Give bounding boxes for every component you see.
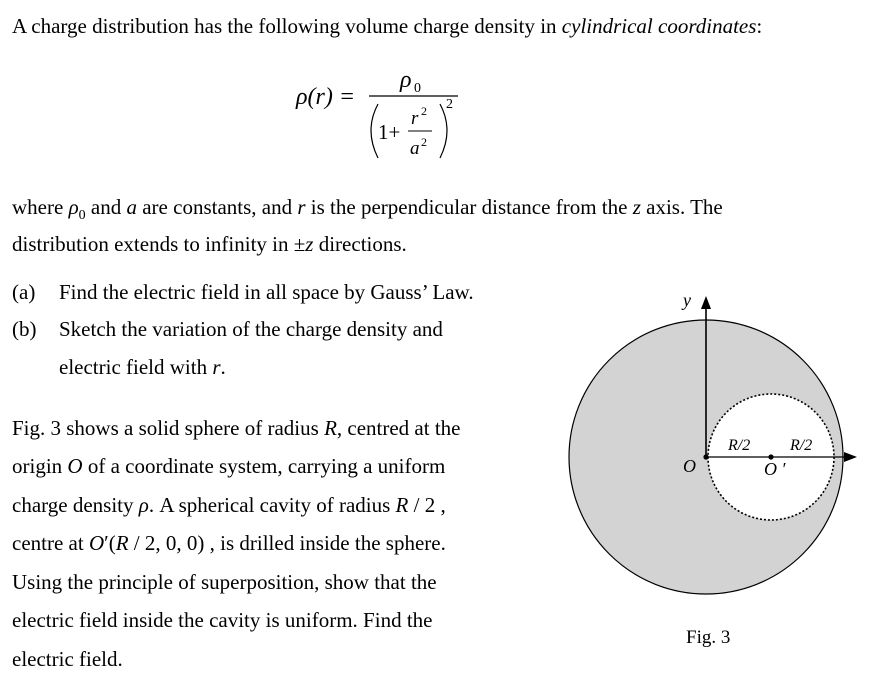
y-label: y bbox=[681, 290, 691, 310]
rho0-symbol: ρ bbox=[68, 195, 79, 219]
item-a-label: (a) bbox=[12, 280, 36, 304]
fig-R-4: R bbox=[115, 531, 129, 555]
fig-line-7: electric field. bbox=[12, 647, 123, 671]
item-b-label: (b) bbox=[12, 317, 37, 341]
cavity-centre-label: O ′ bbox=[764, 459, 786, 479]
intro-emphasis: cylindrical coordinates bbox=[561, 14, 757, 38]
eq-r: r bbox=[411, 108, 419, 129]
where-text-g: directions. bbox=[313, 232, 407, 256]
fig-line-1: Fig. 3 shows a solid sphere of radius R,… bbox=[12, 418, 461, 439]
fig-text-3b: . A spherical cavity of radius bbox=[148, 493, 396, 517]
item-b-r-symbol: r bbox=[212, 355, 221, 379]
fig-rho: ρ bbox=[138, 493, 149, 517]
item-b-text: Sketch the variation of the charge densi… bbox=[59, 317, 443, 341]
fig-line-2: origin O of a coordinate system, carryin… bbox=[12, 456, 445, 477]
where-text-e: axis. The bbox=[640, 195, 723, 219]
where-line-2: distribution extends to infinity in ±z d… bbox=[12, 234, 407, 255]
fig-R-3: R bbox=[395, 493, 409, 517]
figure-caption: Fig. 3 bbox=[686, 627, 730, 648]
eq-numerator-sub: 0 bbox=[414, 81, 421, 96]
fig-text-3a: charge density bbox=[12, 493, 139, 517]
fig-O: O bbox=[67, 454, 83, 478]
pm-symbol: ± bbox=[293, 232, 306, 256]
item-b-continuation: electric field with r. bbox=[59, 355, 226, 380]
eq-a: a bbox=[410, 138, 420, 159]
where-line-1: where ρ0 and a are constants, and r is t… bbox=[12, 197, 723, 223]
fig-line-3: charge density ρ. A spherical cavity of … bbox=[12, 495, 446, 516]
charge-density-equation: ρ(r) = ρ 0 2 1+ r 2 a 2 bbox=[295, 67, 458, 159]
fig-text-2a: origin bbox=[12, 454, 68, 478]
z-symbol-2: z bbox=[305, 232, 314, 256]
radius-half-label-1: R/2 bbox=[727, 437, 750, 454]
item-b-cont-text: electric field with bbox=[59, 355, 213, 379]
fig-text-2b: of a coordinate system, carrying a unifo… bbox=[82, 454, 446, 478]
fig-R-1: R bbox=[324, 416, 337, 440]
fig-line-4: centre at O′(R / 2, 0, 0) , is drilled i… bbox=[12, 533, 446, 554]
where-text-a: where bbox=[12, 195, 69, 219]
fig-text-3c: / 2 , bbox=[408, 493, 446, 517]
origin-label: O bbox=[683, 456, 696, 476]
eq-a-sq: 2 bbox=[421, 135, 427, 149]
intro-text: A charge distribution has the following … bbox=[12, 14, 562, 38]
fig-text-4a: centre at bbox=[12, 531, 89, 555]
y-axis-arrow-icon bbox=[701, 296, 711, 309]
intro-suffix: : bbox=[756, 14, 763, 38]
eq-one-plus: 1+ bbox=[378, 120, 400, 144]
where-text-f: distribution extends to infinity in bbox=[12, 232, 294, 256]
fig-O-prime: O bbox=[88, 531, 105, 555]
eq-left-paren bbox=[370, 103, 379, 159]
r-symbol: r bbox=[297, 195, 306, 219]
fig3-diagram: y O O ′ R/2 R/2 Fig. 3 bbox=[568, 290, 857, 648]
fig-text-4b: ′( bbox=[104, 531, 116, 555]
fig-text-1a: Fig. 3 shows a solid sphere of radius bbox=[12, 416, 325, 440]
eq-lhs: ρ(r) = bbox=[295, 84, 355, 110]
a-symbol: a bbox=[126, 195, 137, 219]
rho0-sub: 0 bbox=[78, 208, 86, 223]
item-a-text: Find the electric field in all space by … bbox=[59, 280, 474, 304]
where-text-b: and bbox=[85, 195, 127, 219]
z-symbol: z bbox=[632, 195, 641, 219]
fig-line-6: electric field inside the cavity is unif… bbox=[12, 608, 433, 632]
eq-r-sq: 2 bbox=[421, 104, 427, 118]
fig-line-5: Using the principle of superposition, sh… bbox=[12, 570, 437, 594]
radius-half-label-2: R/2 bbox=[789, 437, 812, 454]
where-text-d: is the perpendicular distance from the bbox=[305, 195, 633, 219]
eq-right-paren bbox=[439, 103, 448, 159]
eq-outer-power: 2 bbox=[446, 97, 453, 112]
eq-numerator: ρ bbox=[399, 67, 412, 93]
intro-line: A charge distribution has the following … bbox=[12, 16, 762, 37]
item-b-end: . bbox=[220, 355, 226, 379]
fig-text-1b: , centred at the bbox=[336, 416, 461, 440]
cavity-centre-point bbox=[768, 454, 774, 460]
x-axis-arrow-icon bbox=[844, 452, 857, 462]
where-text-c: are constants, and bbox=[136, 195, 298, 219]
fig-text-4c: / 2, 0, 0) , is drilled inside the spher… bbox=[128, 531, 446, 555]
origin-point bbox=[703, 454, 709, 460]
